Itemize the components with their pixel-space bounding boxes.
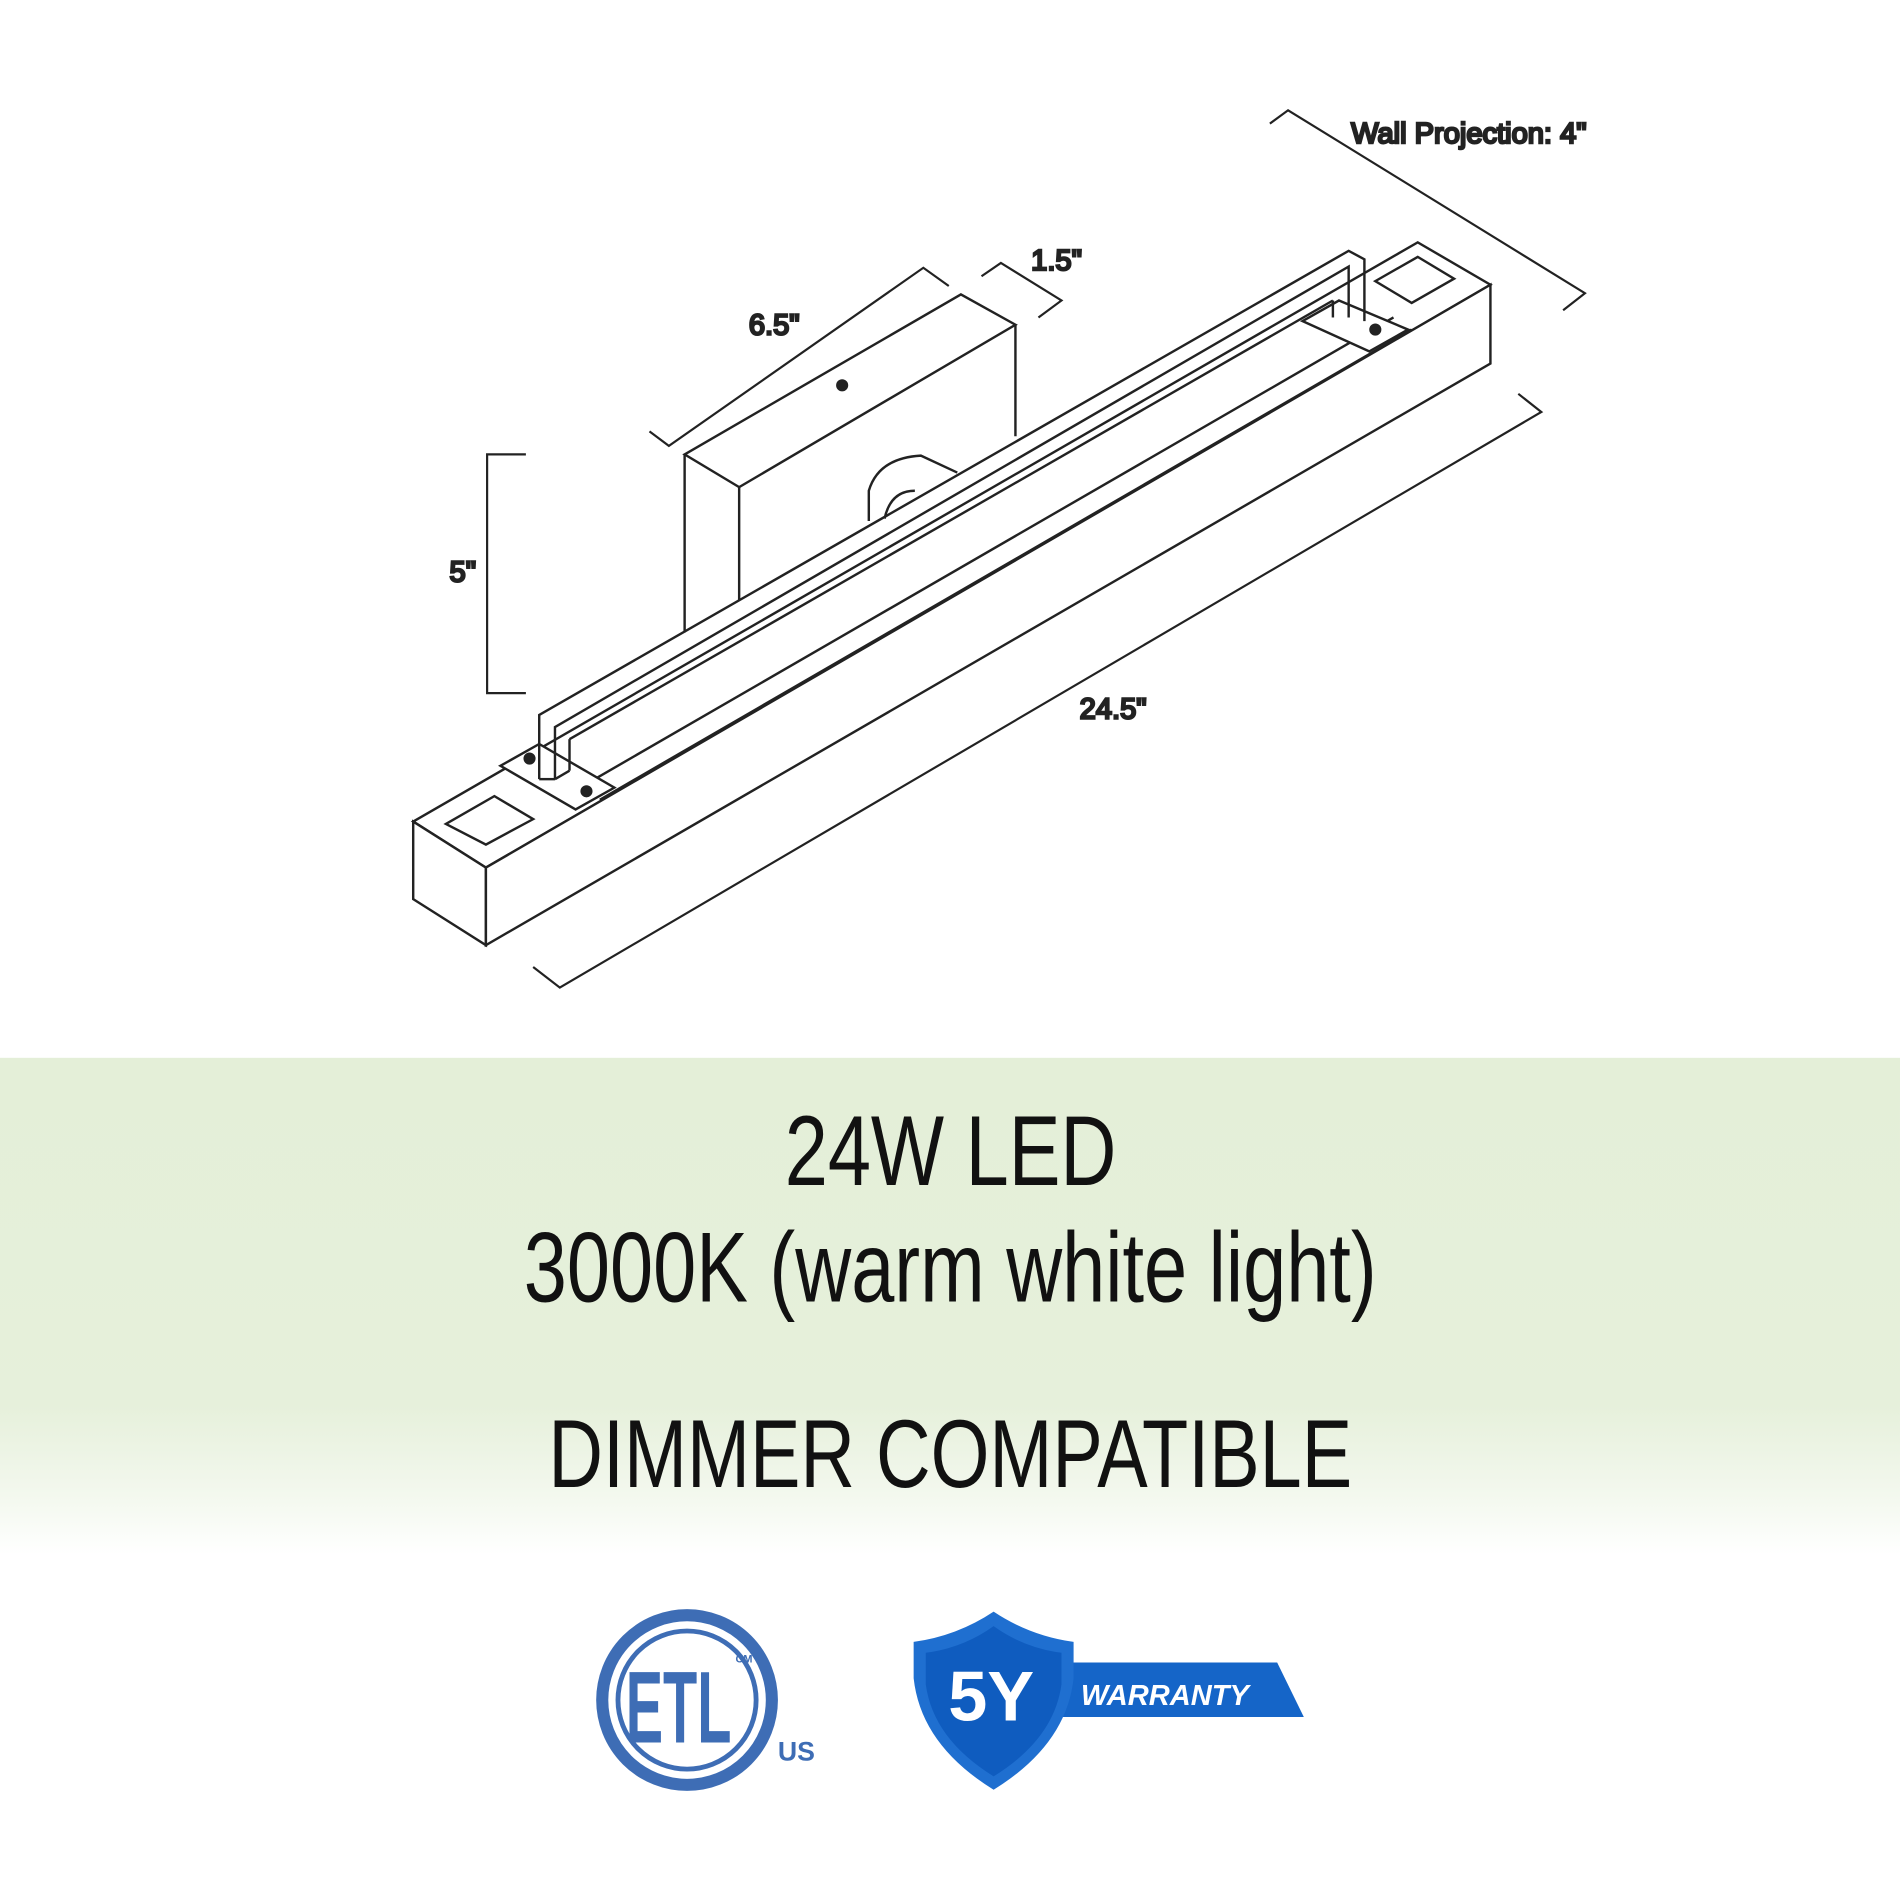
warranty-years: 5Y xyxy=(948,1657,1034,1736)
warranty-label: WARRANTY xyxy=(1081,1680,1252,1712)
etl-cm: CM xyxy=(736,1653,753,1665)
light-bar xyxy=(410,240,1493,948)
arm xyxy=(498,249,1411,811)
backplate-width-label: 6.5" xyxy=(749,309,800,341)
spec-band xyxy=(0,1057,1900,1555)
length-label: 24.5" xyxy=(1080,694,1147,726)
dimension-drawing: Wall Projection: 4" 1.5" 6.5" 5" 24.5" xyxy=(410,108,1588,989)
dimension-lines xyxy=(486,108,1587,989)
height-label: 5" xyxy=(450,557,477,589)
dimmer-text: DIMMER COMPATIBLE xyxy=(548,1399,1352,1508)
wattage-text: 24W LED xyxy=(784,1096,1116,1207)
etl-letters: ETL xyxy=(626,1652,732,1765)
etl-us: US xyxy=(778,1737,815,1767)
connector xyxy=(867,454,958,522)
color-temp-text: 3000K (warm white light) xyxy=(523,1212,1377,1324)
depth-label: 1.5" xyxy=(1031,245,1082,277)
wall-projection-label: Wall Projection: 4" xyxy=(1351,118,1587,150)
warranty-badge: 5Y WARRANTY xyxy=(913,1611,1304,1790)
etl-certification-logo: ETL CM US xyxy=(596,1609,815,1791)
backplate xyxy=(682,293,1018,633)
